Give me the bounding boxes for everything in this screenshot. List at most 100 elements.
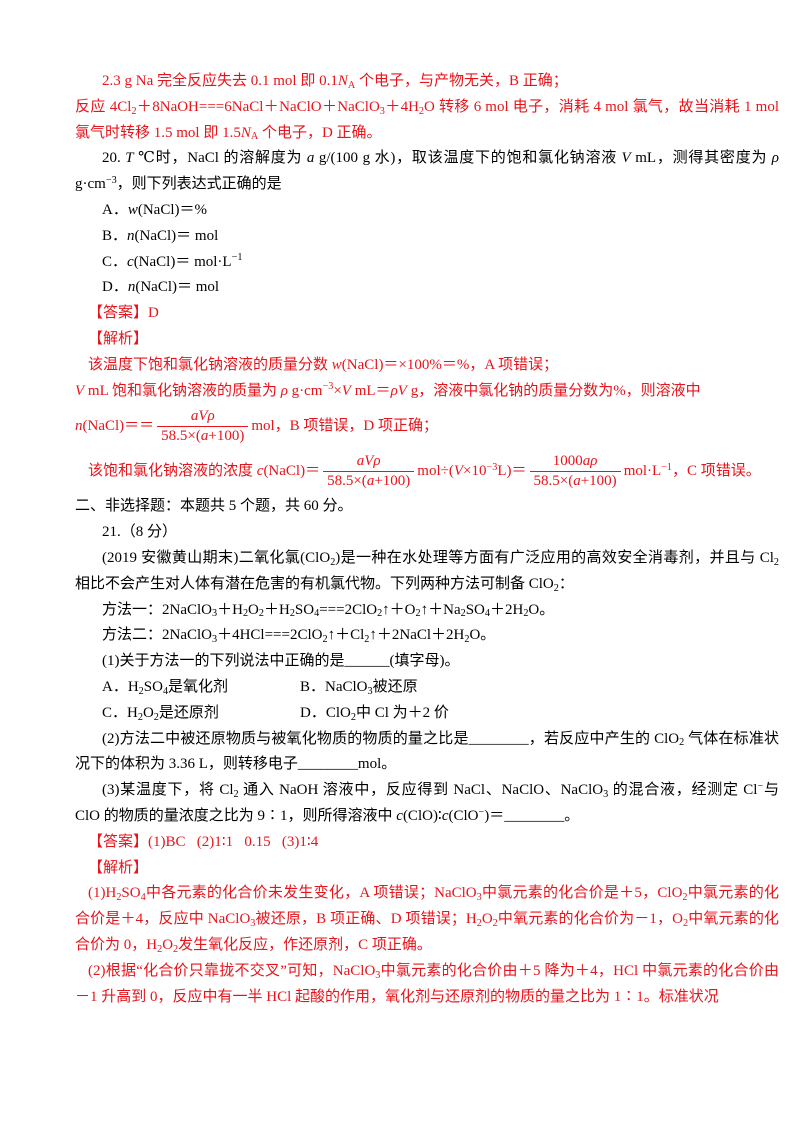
q21-answer: 【答案】(1)BC (2)1∶1 0.15 (3)1∶4 bbox=[75, 830, 779, 856]
text-run: 58.5×( bbox=[161, 428, 201, 445]
text-run: 方法一：2NaClO bbox=[102, 601, 212, 618]
text-run: ，C 项错误。 bbox=[672, 463, 761, 480]
q19-analysis-option-d: 反应 4Cl2＋8NaOH===6NaCl＋NaClO＋NaClO3＋4H2O … bbox=[75, 95, 779, 147]
subscript: 2 bbox=[322, 634, 328, 646]
text-run: ＋4H bbox=[384, 98, 419, 115]
subscript: 3 bbox=[375, 969, 381, 981]
text-run: ↑＋Na bbox=[420, 601, 461, 618]
text-run: mol÷( bbox=[417, 463, 454, 480]
text-run: 1000 bbox=[552, 453, 583, 470]
text-run: (NaCl)＝ mol bbox=[134, 227, 219, 244]
italic-variable: ρV bbox=[390, 382, 407, 399]
q20-option-c: C．c(NaCl)＝ mol·L−1 bbox=[75, 250, 779, 276]
text-run: (1)关于方法一的下列说法中正确的是______(填字母)。 bbox=[102, 653, 460, 670]
text-run: × bbox=[333, 382, 342, 399]
italic-variable: V bbox=[453, 463, 464, 480]
subscript: 2 bbox=[418, 105, 425, 117]
italic-variable: c bbox=[127, 253, 134, 270]
text-run: mL 饱和氯化钠溶液的质量为 bbox=[84, 382, 281, 399]
text-run: D．ClO bbox=[300, 704, 351, 721]
text-run: (2)方法二中被还原物质与被氧化物质的物质的量之比是________，若反应中产… bbox=[102, 730, 680, 747]
q20-answer: 【答案】D bbox=[75, 301, 779, 327]
q21-option-a: A．H2SO4是氧化剂 bbox=[102, 675, 300, 701]
text-run: O。 bbox=[528, 601, 555, 618]
subscript: 2 bbox=[415, 608, 421, 620]
text-run: +100) bbox=[580, 473, 617, 490]
italic-variable: N bbox=[337, 73, 348, 89]
text-run: 是氧化剂 bbox=[168, 678, 229, 695]
italic-variable: ρ bbox=[771, 150, 779, 167]
text-run: g·cm bbox=[75, 176, 106, 193]
text-run: 中氧元素的化合价为 0，H bbox=[75, 911, 779, 953]
text-run: (1)H bbox=[88, 885, 117, 902]
italic-variable: V bbox=[341, 382, 351, 399]
text-run: O bbox=[248, 601, 259, 618]
text-run: 【解析】 bbox=[88, 859, 149, 876]
text-run: ↑＋Cl bbox=[327, 627, 365, 644]
subscript: 2 bbox=[476, 917, 482, 929]
text-run: )＝________。 bbox=[484, 807, 580, 824]
text-run: SO bbox=[121, 885, 141, 902]
text-run: ＋H bbox=[263, 601, 290, 618]
q21-part-3: (3)某温度下，将 Cl2 通入 NaOH 溶液中，反应得到 NaCl、NaCl… bbox=[75, 778, 779, 830]
fraction-numerator: aVρ bbox=[323, 453, 415, 473]
text-run: 该饱和氯化钠溶液的浓度 bbox=[88, 463, 257, 480]
subscript: 2 bbox=[523, 608, 529, 620]
subscript: 2 bbox=[682, 892, 688, 904]
q20-stem: 20. T ℃时，NaCl 的溶解度为 a g/(100 g 水)，取该温度下的… bbox=[75, 146, 779, 198]
subscript: 2 bbox=[773, 556, 780, 568]
q21-analysis-label: 【解析】 bbox=[75, 856, 779, 882]
document-body: 2.3 g Na 完全反应失去 0.1 mol 即 0.1NA 个电子，与产物无… bbox=[75, 69, 779, 1010]
subscript: 2 bbox=[242, 608, 249, 620]
text-run: 二、非选择题：本题共 5 个题，共 60 分。 bbox=[75, 498, 353, 515]
text-run: ＋2H bbox=[489, 601, 524, 618]
superscript: −3 bbox=[105, 175, 117, 187]
text-run: SO bbox=[143, 678, 163, 695]
q21-method-two: 方法二：2NaClO3＋4HCl===2ClO2↑＋Cl2↑＋2NaCl＋2H2… bbox=[75, 623, 779, 649]
q21-part-1-prompt: (1)关于方法一的下列说法中正确的是______(填字母)。 bbox=[75, 649, 779, 675]
text-run: 20. bbox=[102, 150, 126, 167]
text-run: 个电子，与产物无关，B 正确； bbox=[355, 73, 568, 89]
q21-option-d: D．ClO2中 Cl 为＋2 价 bbox=[300, 701, 779, 727]
text-run: ，则下列表达式正确的是 bbox=[116, 176, 282, 193]
q20-option-a: A．w(NaCl)＝% bbox=[75, 198, 779, 224]
text-run: ＋8NaOH===6NaCl＋NaClO＋NaClO bbox=[136, 98, 380, 115]
text-run: A．H bbox=[102, 678, 139, 695]
subscript: 2 bbox=[377, 608, 383, 620]
italic-variable: aVρ bbox=[356, 453, 381, 470]
italic-variable: w bbox=[127, 201, 138, 218]
fraction-denominator: 58.5×(a+100) bbox=[530, 472, 621, 490]
text-run: L)＝ bbox=[497, 463, 527, 480]
text-run: g，溶液中氯化钠的质量分数为%，则溶液中 bbox=[406, 382, 701, 399]
subscript: 2 bbox=[131, 105, 137, 117]
text-run: 58.5×( bbox=[533, 473, 574, 490]
q19-analysis-option-b: 2.3 g Na 完全反应失去 0.1 mol 即 0.1NA 个电子，与产物无… bbox=[75, 69, 779, 95]
fraction-numerator: 1000aρ bbox=[529, 453, 621, 473]
q21-analysis-part-1: (1)H2SO4中各元素的化合价未发生变化，A 项错误；NaClO3中氯元素的化… bbox=[75, 881, 779, 958]
text-run: 【解析】 bbox=[88, 330, 149, 347]
text-run: 个电子，D 正确。 bbox=[258, 124, 382, 141]
text-run: 通入 NaOH 溶液中，反应得到 NaCl、NaClO、NaClO bbox=[238, 782, 604, 799]
superscript: −3 bbox=[322, 381, 334, 393]
subscript: 2 bbox=[364, 634, 370, 646]
italic-variable: a bbox=[366, 473, 375, 490]
italic-variable: aρ bbox=[582, 453, 598, 470]
superscript: −1 bbox=[231, 252, 243, 264]
text-run: 中氯元素的化合价是＋5，ClO bbox=[481, 885, 683, 902]
italic-variable: ρ bbox=[280, 382, 288, 399]
superscript: − bbox=[478, 806, 485, 818]
text-run: ＋H bbox=[217, 601, 243, 618]
text-run: (ClO bbox=[448, 807, 479, 824]
text-run: (3)某温度下，将 Cl bbox=[102, 782, 234, 799]
subscript: 2 bbox=[153, 711, 159, 723]
subscript: A bbox=[250, 131, 259, 143]
subscript: 3 bbox=[603, 788, 609, 800]
text-run: 的混合液，经测定 Cl bbox=[608, 782, 758, 799]
text-run: D． bbox=[102, 279, 128, 296]
subscript: 2 bbox=[350, 711, 356, 723]
text-run: O bbox=[142, 704, 154, 721]
subscript: 3 bbox=[212, 634, 218, 646]
